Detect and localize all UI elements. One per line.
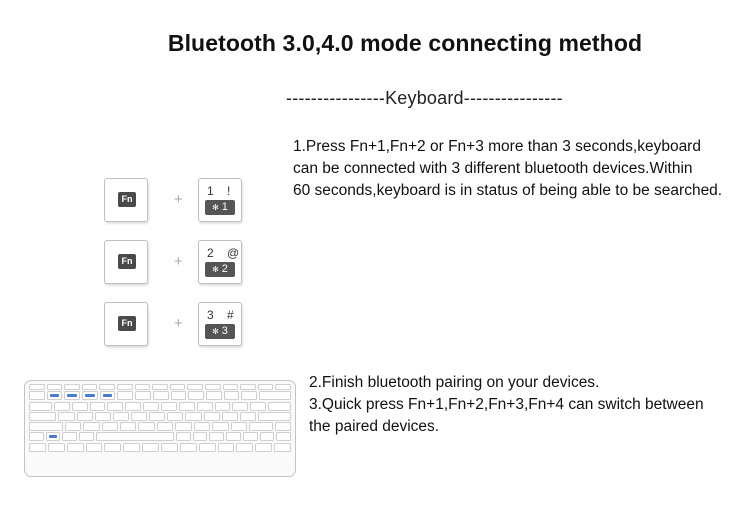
number-key-1: 1 ! ✻1: [198, 178, 242, 222]
fn-key: Fn: [104, 240, 148, 284]
key-combo-fn-1: Fn + 1 ! ✻1: [104, 178, 250, 226]
key-combo-fn-3: Fn + 3 # ✻3: [104, 302, 250, 350]
keyboard-function-row: [29, 384, 291, 390]
key-top-legend: 3 #: [207, 308, 239, 322]
key-top-legend: 1 !: [207, 184, 236, 198]
plus-sign: +: [174, 253, 183, 270]
number-key-3: 3 # ✻3: [198, 302, 242, 346]
channel-number: 3: [221, 325, 228, 337]
fn-key-label: Fn: [118, 254, 136, 269]
keyboard-bottom-row: [29, 432, 291, 442]
step-3-line: the paired devices.: [309, 418, 440, 435]
keyboard-number-row: [29, 391, 292, 401]
step-1-line: 60 seconds,keyboard is in status of bein…: [293, 182, 723, 199]
step-1-line: can be connected with 3 different blueto…: [293, 160, 693, 177]
keyboard-extra-row: [29, 442, 292, 452]
fn-key-label: Fn: [118, 192, 136, 207]
step-2-line: 2.Finish bluetooth pairing on your devic…: [309, 374, 600, 391]
channel-number: 2: [221, 263, 228, 275]
step-1-text: 1.Press Fn+1,Fn+2 or Fn+3 more than 3 se…: [293, 136, 722, 202]
plus-sign: +: [174, 315, 183, 332]
bluetooth-channel-label: ✻1: [205, 200, 235, 215]
section-subtitle: ----------------Keyboard----------------: [286, 88, 563, 108]
keyboard-shift-row: [29, 422, 291, 432]
fn-key: Fn: [104, 178, 148, 222]
keyboard-illustration: [24, 380, 296, 477]
step-3-line: 3.Quick press Fn+1,Fn+2,Fn+3,Fn+4 can sw…: [309, 396, 704, 413]
keyboard-home-row: [29, 411, 292, 421]
bluetooth-channel-label: ✻2: [205, 262, 235, 277]
key-top-legend: 2 @: [207, 246, 245, 260]
fn-key: Fn: [104, 302, 148, 346]
bluetooth-icon: ✻: [212, 265, 219, 274]
bluetooth-icon: ✻: [212, 203, 219, 212]
keyboard-qwerty-row: [29, 401, 291, 411]
step-1-line: 1.Press Fn+1,Fn+2 or Fn+3 more than 3 se…: [293, 138, 701, 155]
steps-2-3-text: 2.Finish bluetooth pairing on your devic…: [309, 372, 704, 438]
plus-sign: +: [174, 191, 183, 208]
bluetooth-icon: ✻: [212, 327, 219, 336]
channel-number: 1: [221, 201, 228, 213]
bluetooth-channel-label: ✻3: [205, 324, 235, 339]
key-combo-fn-2: Fn + 2 @ ✻2: [104, 240, 250, 288]
number-key-2: 2 @ ✻2: [198, 240, 242, 284]
page-title: Bluetooth 3.0,4.0 mode connecting method: [167, 30, 643, 56]
fn-key-label: Fn: [118, 316, 136, 331]
